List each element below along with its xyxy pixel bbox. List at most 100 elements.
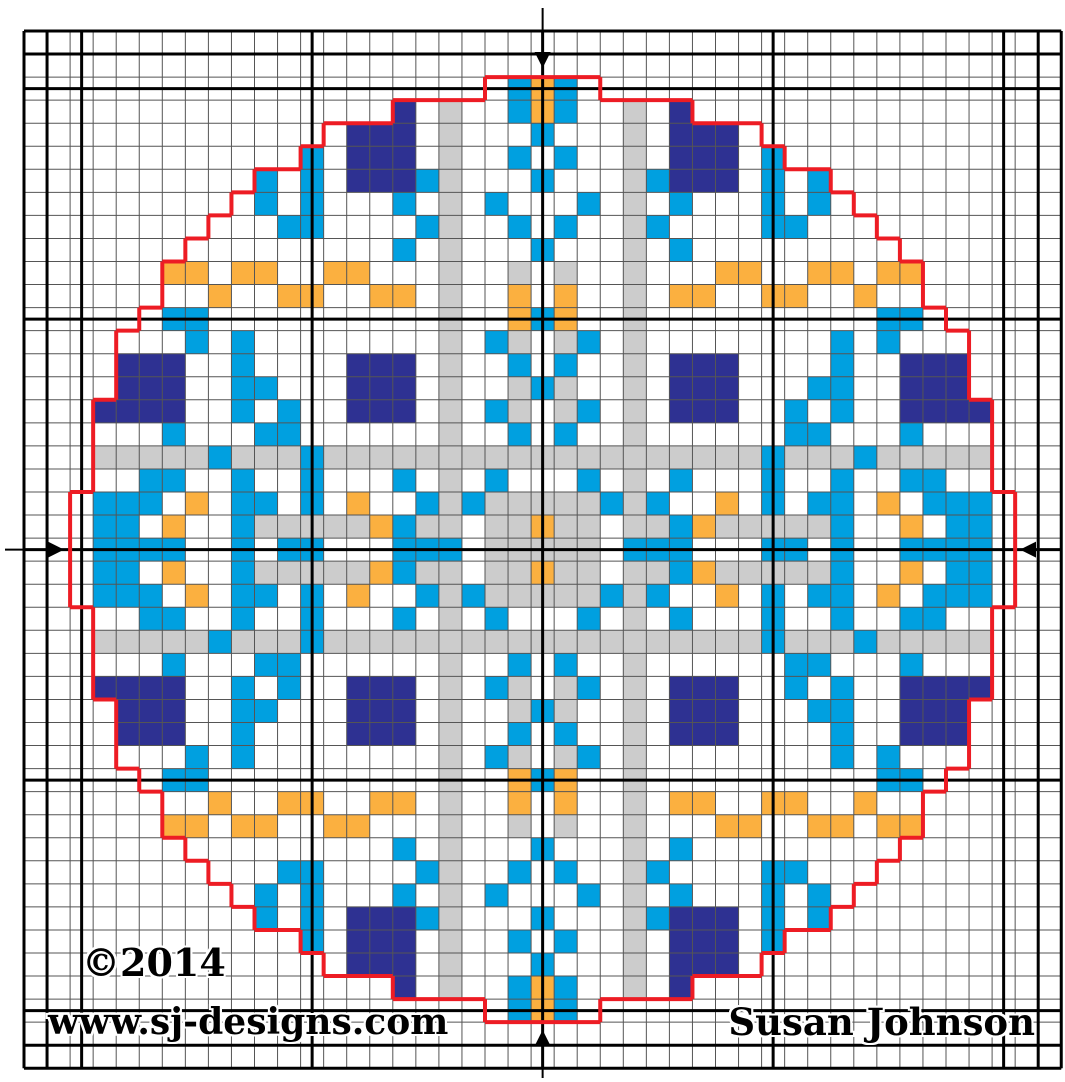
stitch-cell-orange [393,792,416,815]
stitch-cell-light-blue [393,884,416,907]
stitch-cell-gray [439,400,462,423]
stitch-cell-navy [393,377,416,400]
stitch-cell-gray [623,377,646,400]
stitch-cell-light-blue [554,723,577,746]
stitch-cell-navy [370,723,393,746]
stitch-cell-light-blue [485,469,508,492]
stitch-cell-gray [508,561,531,584]
stitch-cell-orange [278,285,301,308]
stitch-cell-light-blue [485,884,508,907]
stitch-cell-navy [393,723,416,746]
stitch-cell-gray [185,630,208,653]
stitch-cell-navy [692,400,715,423]
stitch-cell-light-blue [416,584,439,607]
center-arrow-left [5,542,64,558]
stitch-cell-gray [600,446,623,469]
stitch-cell-light-blue [508,723,531,746]
stitch-cell-orange [854,285,877,308]
stitch-cell-navy [669,930,692,953]
stitch-cell-gray [554,676,577,699]
stitch-cell-light-blue [808,377,831,400]
stitch-cell-gray [623,285,646,308]
stitch-cell-light-blue [393,838,416,861]
stitch-cell-gray [900,446,923,469]
stitch-cell-light-blue [116,584,139,607]
stitch-cell-navy [393,907,416,930]
stitch-cell-light-blue [669,884,692,907]
stitch-cell-gray [439,838,462,861]
stitch-cell-orange [370,515,393,538]
stitch-cell-gray [623,169,646,192]
stitch-cell-navy [900,377,923,400]
stitch-cell-navy [162,377,185,400]
stitch-cell-light-blue [808,653,831,676]
stitch-cell-gray [623,238,646,261]
stitch-cell-gray [808,446,831,469]
stitch-cell-orange [255,262,278,285]
stitch-cell-light-blue [577,746,600,769]
stitch-cell-gray [623,838,646,861]
stitch-cell-light-blue [508,930,531,953]
stitch-cell-light-blue [508,861,531,884]
stitch-cell-navy [162,400,185,423]
stitch-cell-light-blue [278,400,301,423]
stitch-cell-navy [370,169,393,192]
stitch-cell-navy [692,953,715,976]
stitch-cell-navy [716,400,739,423]
stitch-cell-light-blue [485,676,508,699]
stitch-cell-gray [462,630,485,653]
center-arrow-bottom [535,1030,551,1078]
stitch-cell-light-blue [278,215,301,238]
stitch-cell-light-blue [162,469,185,492]
stitch-cell-gray [439,354,462,377]
stitch-cell-gray [923,630,946,653]
stitch-cell-gray [877,446,900,469]
stitch-cell-orange [900,515,923,538]
stitch-cell-navy [923,723,946,746]
stitch-cell-light-blue [393,561,416,584]
stitch-cell-light-blue [877,331,900,354]
stitch-cell-gray [577,630,600,653]
stitch-cell-gray [508,400,531,423]
stitch-cell-light-blue [900,607,923,630]
stitch-cell-light-blue [785,215,808,238]
stitch-cell-gray [278,515,301,538]
stitch-cell-gray [255,561,278,584]
stitch-cell-light-blue [508,146,531,169]
stitch-cell-gray [808,561,831,584]
stitch-cell-light-blue [255,492,278,515]
stitch-cell-gray [439,285,462,308]
stitch-cell-gray [508,331,531,354]
stitch-cell-gray [716,446,739,469]
stitch-cell-gray [554,584,577,607]
stitch-cell-navy [669,377,692,400]
stitch-cell-light-blue [116,492,139,515]
stitch-cell-gray [439,492,462,515]
stitch-cell-navy [692,930,715,953]
stitch-cell-light-blue [93,515,116,538]
stitch-cell-gray [877,630,900,653]
stitch-cell-light-blue [255,884,278,907]
stitch-cell-light-blue [669,561,692,584]
stitch-cell-gray [439,630,462,653]
stitch-cell-gray [439,169,462,192]
stitch-cell-navy [347,723,370,746]
stitch-cell-navy [347,400,370,423]
stitch-cell-navy [716,169,739,192]
stitch-cell-gray [716,630,739,653]
stitch-cell-gray [623,215,646,238]
stitch-cell-gray [623,815,646,838]
stitch-cell-gray [554,446,577,469]
stitch-cell-navy [393,123,416,146]
stitch-cell-navy [946,400,969,423]
stitch-cell-light-blue [923,492,946,515]
stitch-cell-gray [646,446,669,469]
stitch-cell-light-blue [646,169,669,192]
stitch-cell-navy [139,676,162,699]
stitch-cell-light-blue [577,331,600,354]
stitch-cell-gray [623,676,646,699]
stitch-cell-light-blue [669,192,692,215]
stitch-cell-light-blue [116,561,139,584]
stitch-cell-navy [370,400,393,423]
stitch-cell-gray [577,561,600,584]
